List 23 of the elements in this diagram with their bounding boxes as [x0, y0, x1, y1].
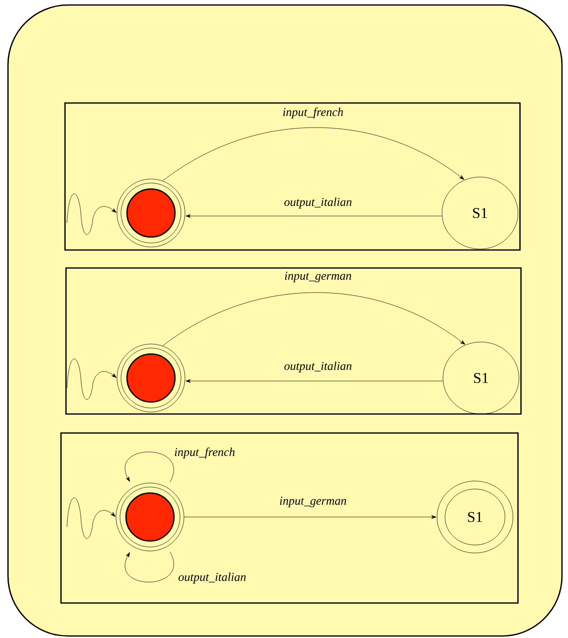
edge-label: output_italian [284, 198, 352, 208]
edge-label: input_german [280, 496, 346, 508]
edge-label: input_french [283, 108, 343, 119]
edge-label: output_italian [284, 362, 352, 372]
initial-arrow [66, 498, 116, 539]
self-loop-arrow [124, 552, 174, 582]
transition-arrow [162, 127, 464, 182]
initial-arrow [66, 194, 116, 235]
edge-label: input_german [285, 272, 352, 282]
start-state [116, 482, 184, 552]
initial-arrow [66, 358, 116, 400]
transition-arrow [184, 515, 436, 519]
transition-arrow [162, 292, 466, 346]
transition-arrow [186, 379, 443, 383]
self-loop-arrow [124, 452, 174, 482]
panel-box [60, 432, 519, 604]
edge-label: input_french [174, 448, 235, 458]
panel-box [64, 102, 521, 251]
start-state [116, 178, 186, 248]
transition-arrow [186, 214, 442, 218]
panel-box [65, 267, 522, 415]
start-state [116, 344, 186, 412]
edge-label: output_italian [178, 572, 246, 584]
